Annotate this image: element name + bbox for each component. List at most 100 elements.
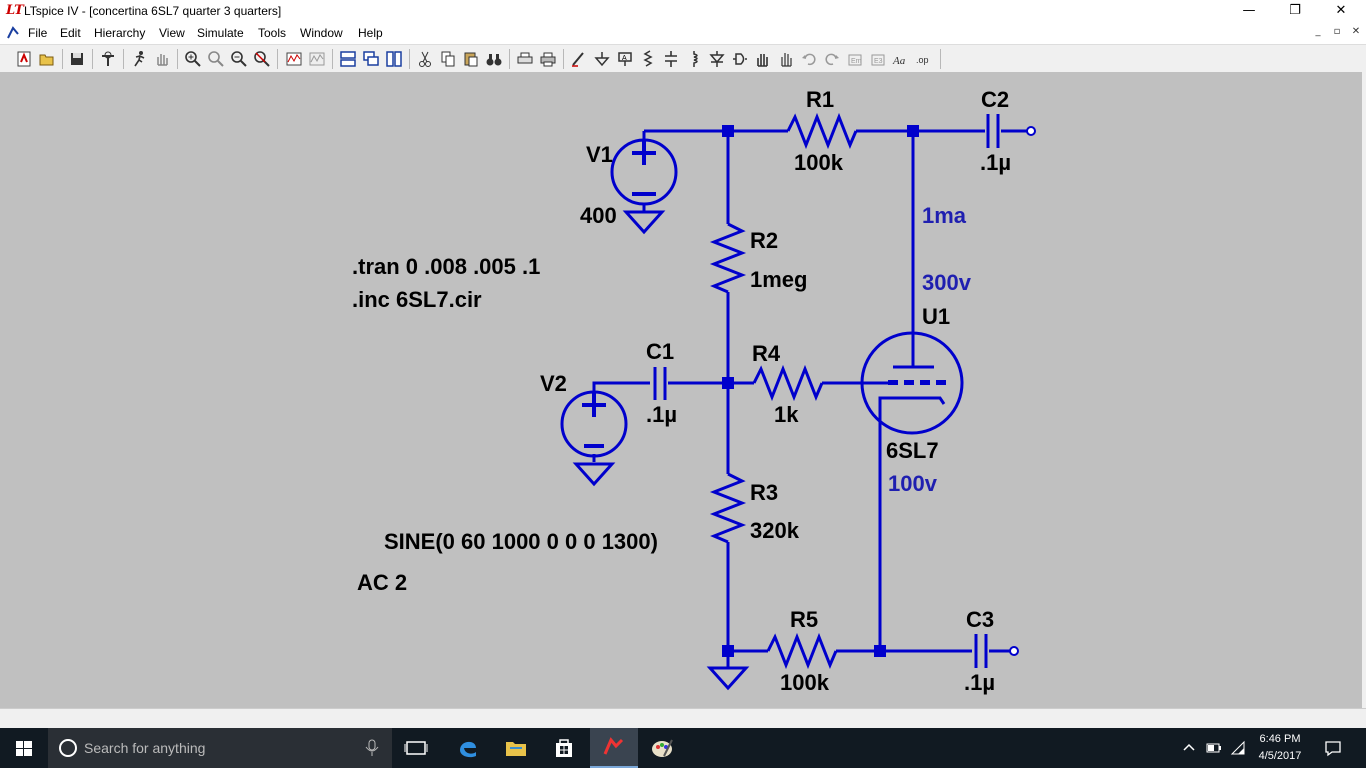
run-icon[interactable] (130, 50, 148, 68)
file-explorer-icon[interactable] (504, 736, 528, 760)
spice-directive-icon[interactable]: .op (915, 50, 933, 68)
copy-icon[interactable] (439, 50, 457, 68)
zoom-rect-icon[interactable] (207, 50, 225, 68)
minimize-button[interactable]: — (1242, 3, 1256, 18)
terminal-c2-out[interactable] (1026, 126, 1036, 136)
label-r2-value[interactable]: 1meg (750, 267, 807, 292)
mirror-icon[interactable]: E3 (869, 50, 887, 68)
polarity-minus[interactable] (632, 192, 656, 196)
start-button[interactable] (0, 728, 48, 768)
undo-icon[interactable] (800, 50, 818, 68)
label-r5-name[interactable]: R5 (790, 607, 818, 632)
label-c1-name[interactable]: C1 (646, 339, 674, 364)
label-v1-name[interactable]: V1 (586, 142, 613, 167)
paste-icon[interactable] (462, 50, 480, 68)
autorange-icon[interactable] (308, 50, 326, 68)
schematic-doc-icon[interactable] (6, 26, 20, 40)
cut-icon[interactable] (416, 50, 434, 68)
store-icon[interactable] (552, 736, 576, 760)
ground-icon[interactable] (622, 210, 666, 235)
action-center-icon[interactable] (1324, 739, 1342, 757)
capacitor-icon[interactable] (662, 50, 680, 68)
capacitor-c1[interactable] (653, 367, 667, 400)
resistor-r3[interactable] (709, 472, 747, 544)
zoom-cancel-icon[interactable] (253, 50, 271, 68)
mdi-minimize-button[interactable]: _ (1315, 26, 1321, 37)
vertical-scrollbar[interactable] (1362, 72, 1366, 708)
pan-icon[interactable] (153, 50, 171, 68)
ground-icon[interactable] (593, 50, 611, 68)
paint-icon[interactable] (650, 736, 674, 760)
resistor-r1[interactable] (786, 112, 858, 150)
rotate-icon[interactable]: Em (846, 50, 864, 68)
junction-dot[interactable] (722, 645, 734, 657)
drag-icon[interactable] (777, 50, 795, 68)
waveform-icon[interactable] (285, 50, 303, 68)
tube-cathode[interactable] (878, 396, 946, 405)
text-icon[interactable]: Aa (892, 50, 910, 68)
redo-icon[interactable] (823, 50, 841, 68)
label-u1-name[interactable]: U1 (922, 304, 950, 329)
restore-button[interactable]: ❐ (1289, 3, 1301, 18)
label-r5-value[interactable]: 100k (780, 670, 830, 695)
label-c3-value[interactable]: .1µ (964, 670, 995, 695)
save-icon[interactable] (68, 50, 86, 68)
show-hidden-icons-icon[interactable] (1181, 740, 1197, 756)
cascade-icon[interactable] (362, 50, 380, 68)
v2-ac-spec[interactable]: AC 2 (357, 570, 407, 595)
v2-sine-spec[interactable]: SINE(0 60 1000 0 0 0 1300) (384, 529, 658, 554)
task-view-icon[interactable] (404, 736, 428, 760)
close-button[interactable]: ✕ (1335, 3, 1347, 18)
ground-icon[interactable] (572, 462, 616, 487)
draw-wire-icon[interactable] (570, 50, 588, 68)
junction-dot[interactable] (722, 377, 734, 389)
ground-icon[interactable] (706, 666, 750, 691)
junction-dot[interactable] (722, 125, 734, 137)
capacitor-c2[interactable] (986, 114, 1000, 148)
label-r4-name[interactable]: R4 (752, 341, 781, 366)
polarity-minus[interactable] (584, 444, 604, 448)
open-icon[interactable] (38, 50, 56, 68)
clock-date[interactable]: 4/5/2017 (1258, 750, 1302, 762)
annotation-plate-voltage[interactable]: 300v (922, 270, 972, 295)
label-c2-name[interactable]: C2 (981, 87, 1009, 112)
spice-directive-tran[interactable]: .tran 0 .008 .005 .1 (352, 254, 540, 279)
zoom-out-icon[interactable] (230, 50, 248, 68)
search-box[interactable]: Search for anything (48, 728, 392, 768)
label-v2-name[interactable]: V2 (540, 371, 567, 396)
tile-vertical-icon[interactable] (385, 50, 403, 68)
annotation-plate-current[interactable]: 1ma (922, 203, 967, 228)
tube-grid[interactable] (888, 380, 946, 385)
label-c2-value[interactable]: .1µ (980, 150, 1011, 175)
zoom-in-icon[interactable] (184, 50, 202, 68)
label-v1-value[interactable]: 400 (580, 203, 617, 228)
label-r1-name[interactable]: R1 (806, 87, 834, 112)
schematic-drawing[interactable]: V1 400 V2 R1 100k C2 .1µ R2 1meg C1 .1µ … (0, 72, 1366, 708)
label-c1-value[interactable]: .1µ (646, 402, 677, 427)
menu-tools[interactable]: Tools (258, 26, 287, 40)
resistor-r5[interactable] (766, 632, 838, 670)
resistor-r4[interactable] (752, 364, 824, 402)
vacuum-tube-u1[interactable] (860, 331, 964, 435)
voltage-source-v1[interactable] (610, 138, 678, 206)
mdi-close-button[interactable]: ✕ (1351, 26, 1361, 37)
resistor-r2[interactable] (709, 222, 747, 294)
polarity-plus[interactable] (582, 393, 606, 417)
find-icon[interactable] (485, 50, 503, 68)
polarity-plus[interactable] (632, 141, 656, 165)
capacitor-c3[interactable] (974, 634, 988, 668)
print-setup-icon[interactable] (516, 50, 534, 68)
control-panel-icon[interactable] (99, 50, 117, 68)
microphone-icon[interactable] (364, 738, 380, 758)
new-schematic-icon[interactable] (15, 50, 33, 68)
schematic-canvas[interactable]: V1 400 V2 R1 100k C2 .1µ R2 1meg C1 .1µ … (0, 72, 1366, 708)
label-r3-name[interactable]: R3 (750, 480, 778, 505)
label-r4-value[interactable]: 1k (774, 402, 799, 427)
battery-icon[interactable] (1206, 740, 1222, 756)
horizontal-scrollbar[interactable] (0, 708, 1366, 729)
label-c3-name[interactable]: C3 (966, 607, 994, 632)
component-icon[interactable] (731, 50, 749, 68)
junction-dot[interactable] (907, 125, 919, 137)
menu-help[interactable]: Help (358, 26, 383, 40)
resistor-icon[interactable] (639, 50, 657, 68)
